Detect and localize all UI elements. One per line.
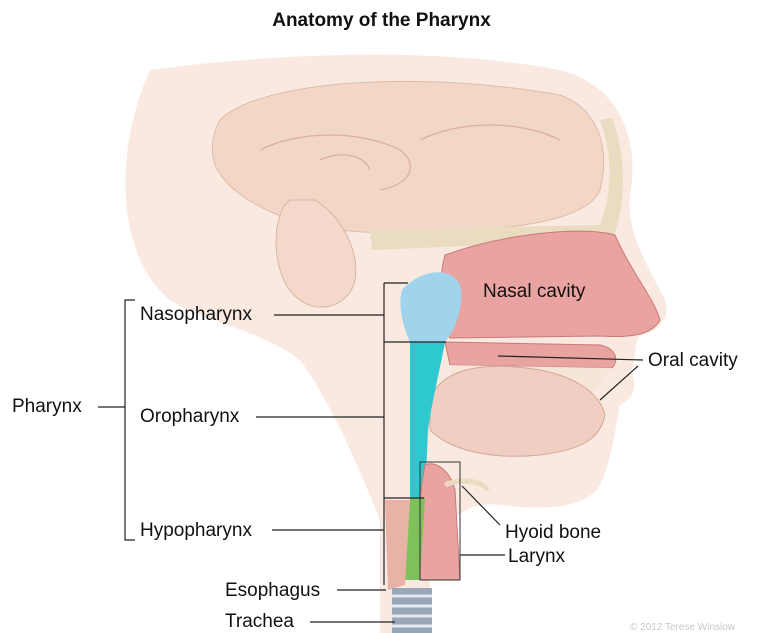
brain <box>212 81 603 232</box>
label-trachea: Trachea <box>225 611 294 632</box>
pharynx-bracket <box>125 300 135 540</box>
label-oropharynx: Oropharynx <box>140 406 240 427</box>
label-pharynx: Pharynx <box>12 396 82 417</box>
label-esophagus: Esophagus <box>225 580 320 601</box>
image-credit: © 2012 Terese Winslow <box>630 622 736 633</box>
trachea-region <box>392 588 432 633</box>
label-nasopharynx: Nasopharynx <box>140 304 252 325</box>
label-nasal-cavity: Nasal cavity <box>483 281 586 302</box>
label-hyoid-bone: Hyoid bone <box>505 522 601 543</box>
label-hypopharynx: Hypopharynx <box>140 520 252 541</box>
label-oral-cavity: Oral cavity <box>648 350 738 371</box>
label-larynx: Larynx <box>508 546 566 567</box>
palate <box>445 342 616 368</box>
